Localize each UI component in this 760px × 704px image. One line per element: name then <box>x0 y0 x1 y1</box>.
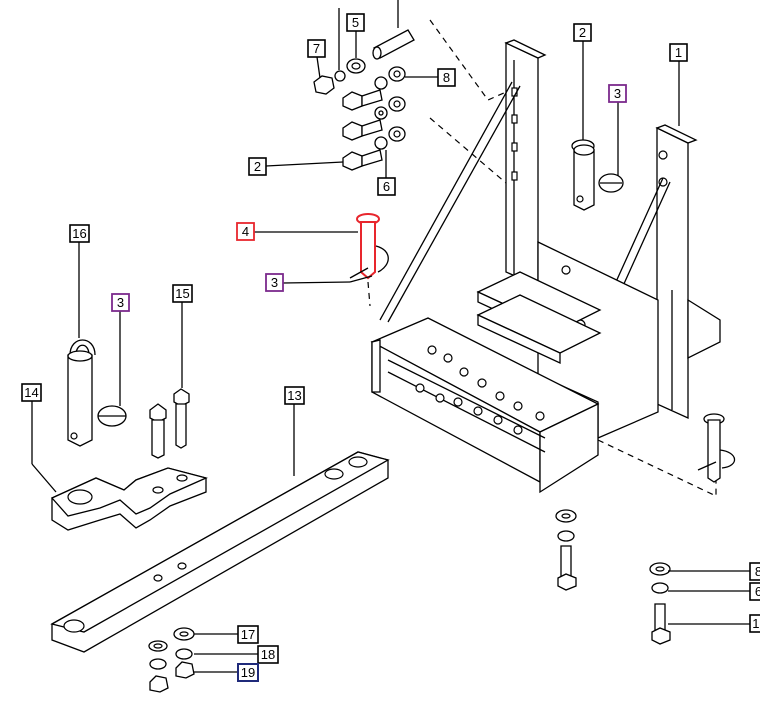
callout-14-label: 14 <box>24 385 38 400</box>
callout-15-label: 15 <box>175 286 189 301</box>
callout-3-left-label: 3 <box>117 295 124 310</box>
callout-16: 16 <box>69 224 90 243</box>
callout-2-left-label: 2 <box>254 159 261 174</box>
callout-3-middle-label: 3 <box>271 275 278 290</box>
callout-12-label: 12 <box>752 616 760 631</box>
right-pin-and-bolt <box>649 413 736 645</box>
callout-2-top-label: 2 <box>579 25 586 40</box>
callout-19-label: 19 <box>241 665 255 680</box>
callout-13: 13 <box>284 386 305 405</box>
left-pin-16 <box>67 339 127 447</box>
callout-1: 1 <box>669 43 688 62</box>
callout-1-label: 1 <box>675 45 682 60</box>
callout-18-label: 18 <box>261 647 275 662</box>
callout-17: 17 <box>237 625 259 644</box>
callout-12: 12 <box>749 614 760 633</box>
callout-3-top-right: 3 <box>608 84 627 103</box>
bolts-15 <box>149 388 190 459</box>
callout-6-top: 6 <box>377 177 396 196</box>
bottom-hardware <box>148 627 195 693</box>
callout-16-label: 16 <box>72 226 86 241</box>
callout-5: 5 <box>346 13 365 32</box>
callout-8-right-label: 8 <box>755 564 760 579</box>
callout-17-label: 17 <box>241 627 255 642</box>
callout-7-label: 7 <box>313 41 320 56</box>
leader-lines <box>31 8 750 673</box>
callout-6-right-label: 6 <box>755 584 760 599</box>
callout-7: 7 <box>307 39 326 58</box>
callout-8-right: 8 <box>749 562 760 581</box>
callout-3-top-right-label: 3 <box>614 86 621 101</box>
drawbar-13 <box>50 451 390 653</box>
callout-13-label: 13 <box>287 388 301 403</box>
callout-19: 19 <box>237 663 259 682</box>
callout-3-left: 3 <box>111 293 130 312</box>
callout-18: 18 <box>257 645 279 664</box>
callout-4-label: 4 <box>242 224 249 239</box>
callout-2-left: 2 <box>248 157 267 176</box>
center-bolt-washers <box>555 509 577 591</box>
callout-6-top-label: 6 <box>383 179 390 194</box>
top-pin-and-clip <box>571 139 624 211</box>
callout-6-right: 6 <box>749 582 760 601</box>
main-frame <box>367 19 721 497</box>
callout-4: 4 <box>236 222 255 241</box>
callout-2-top: 2 <box>573 23 592 42</box>
callout-15: 15 <box>172 284 193 303</box>
callout-8-top-label: 8 <box>443 70 450 85</box>
top-bolt-cluster <box>313 0 415 171</box>
bracket-14 <box>50 467 208 531</box>
callout-14: 14 <box>21 383 42 402</box>
callout-5-label: 5 <box>352 15 359 30</box>
highlighted-pin-4 <box>349 213 389 283</box>
callout-8-top: 8 <box>437 68 456 87</box>
callout-3-middle: 3 <box>265 273 284 292</box>
